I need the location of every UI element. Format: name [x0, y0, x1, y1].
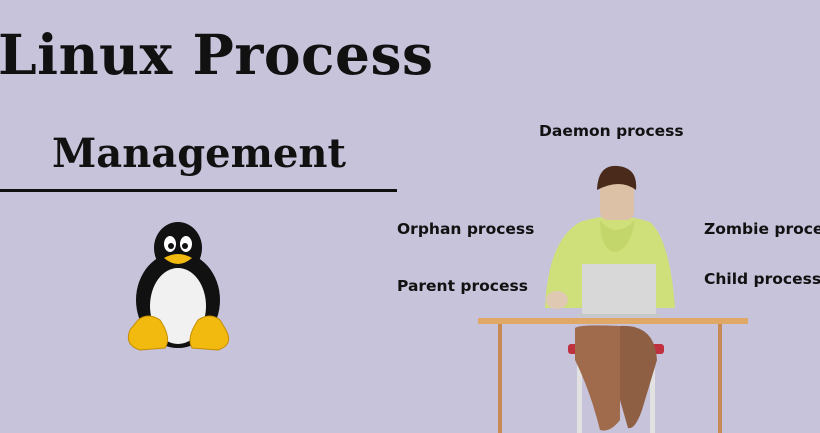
label-parent-process: Parent process — [397, 277, 528, 295]
label-orphan-process: Orphan process — [397, 220, 535, 238]
title-divider — [0, 189, 397, 192]
page-title: Linux Process — [0, 22, 434, 87]
page-subtitle: Management — [52, 130, 346, 177]
label-zombie-process: Zombie process — [704, 220, 820, 238]
person-at-laptop-illustration — [478, 165, 748, 433]
tux-penguin-icon — [127, 222, 230, 351]
label-child-process: Child process — [704, 270, 820, 288]
label-daemon-process: Daemon process — [539, 122, 684, 140]
